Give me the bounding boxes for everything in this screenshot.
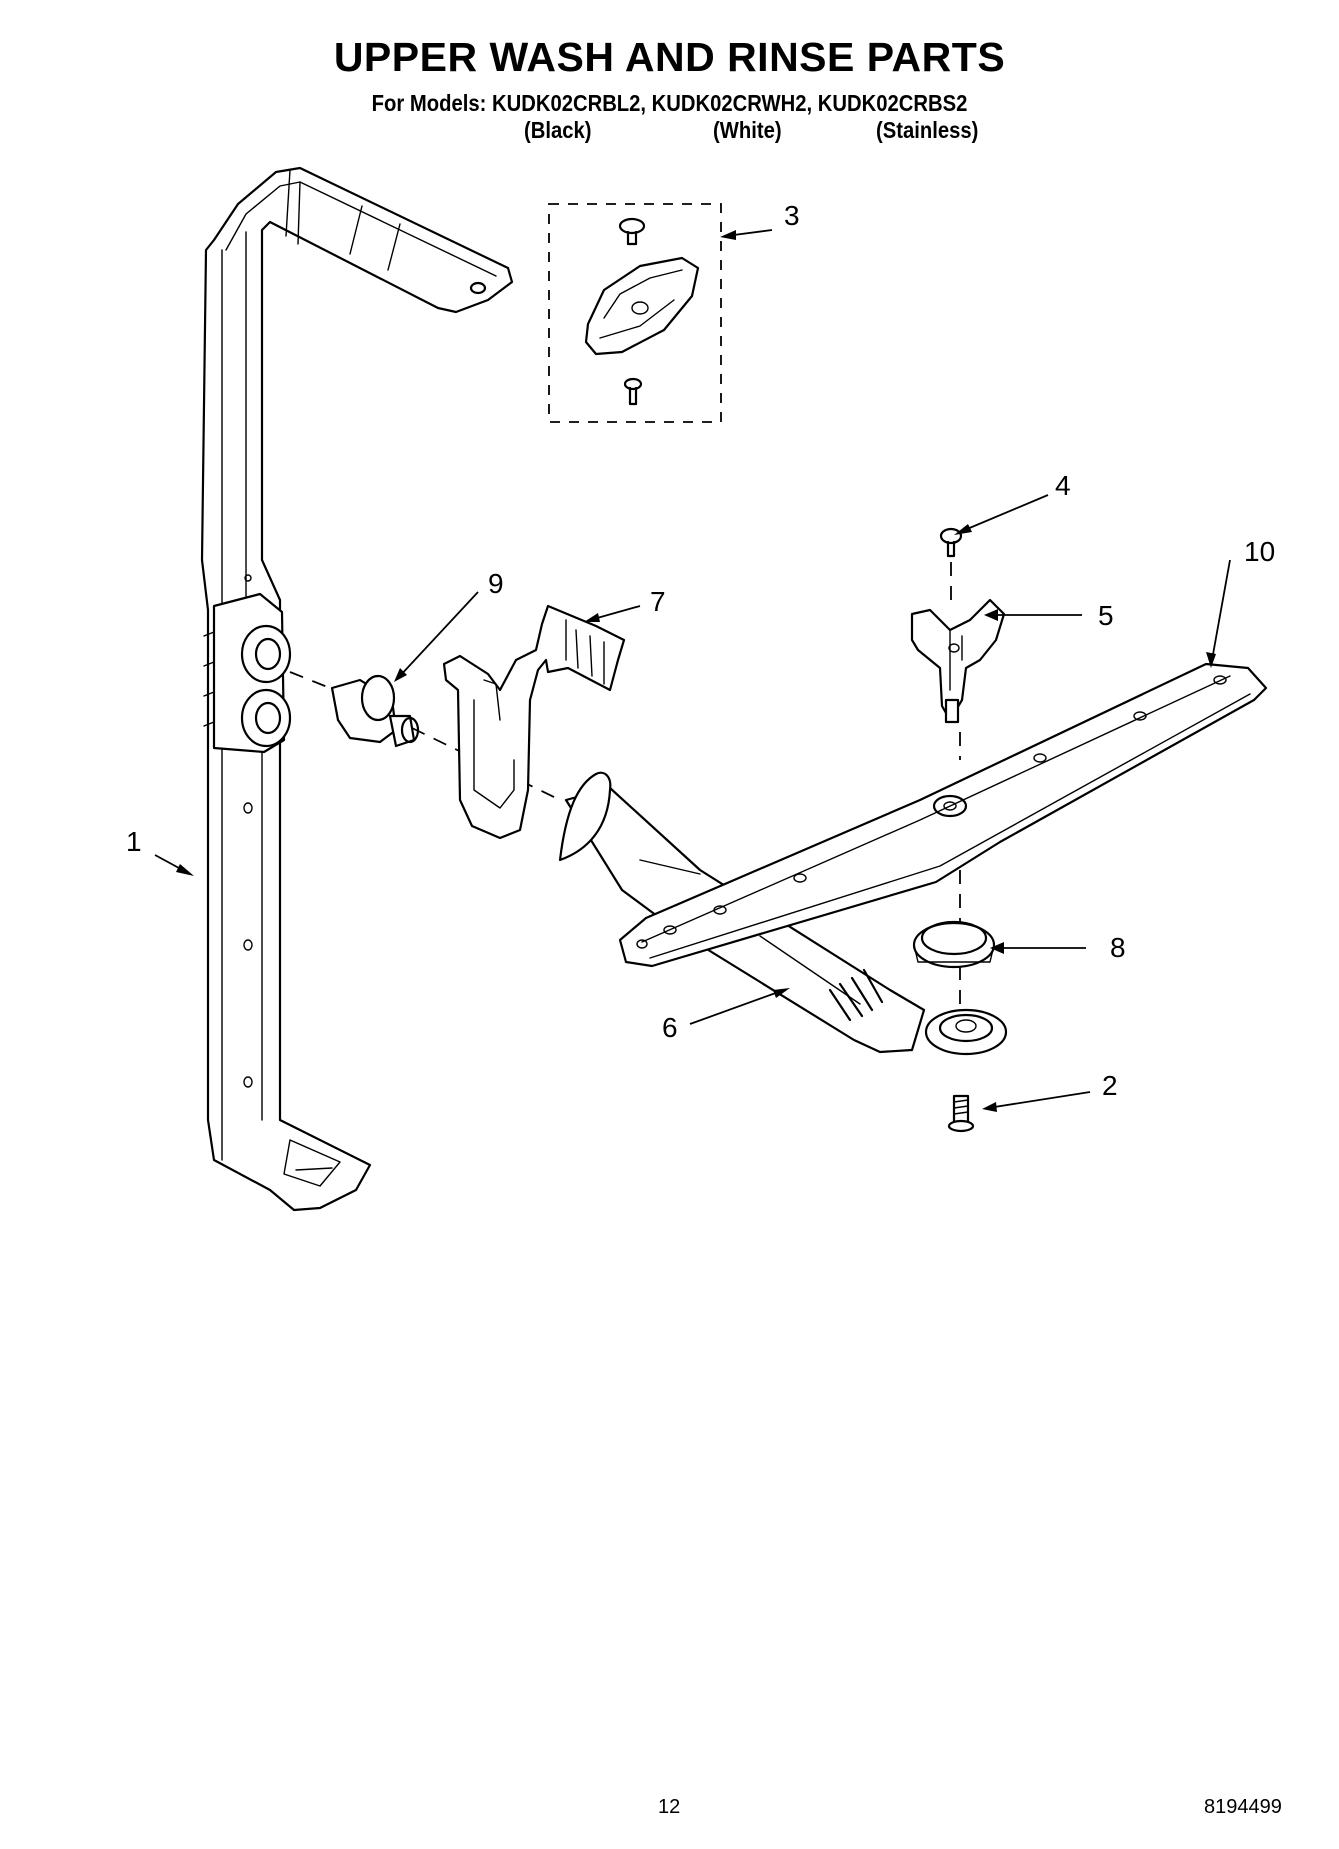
callout-4: 4 — [1055, 470, 1071, 501]
callout-6: 6 — [662, 1012, 678, 1043]
part-2-screw — [924, 1008, 1008, 1133]
part-5-hub — [910, 598, 1006, 724]
callout-5: 5 — [1098, 600, 1114, 631]
part-8-bearing-ring — [912, 920, 996, 969]
page-number: 12 — [658, 1796, 681, 1818]
variant-black: (Black) — [524, 117, 592, 143]
variant-stainless: (Stainless) — [876, 117, 979, 143]
part-1-conduit — [200, 166, 514, 1212]
leader-arrows — [154, 229, 1231, 1112]
callout-2: 2 — [1102, 1070, 1118, 1101]
part-9-fitting — [330, 674, 420, 748]
callout-10: 10 — [1244, 536, 1276, 567]
part-4-screw — [939, 527, 963, 558]
callout-1: 1 — [126, 826, 142, 857]
models-line: For Models: KUDK02CRBL2, KUDK02CRWH2, KU… — [371, 90, 968, 116]
callout-3: 3 — [784, 200, 800, 231]
callout-7: 7 — [650, 586, 666, 617]
part-3-retainer-kit — [548, 203, 722, 423]
callout-9: 9 — [488, 568, 504, 599]
document-number: 8194499 — [1204, 1796, 1282, 1818]
part-10-spray-arm — [618, 662, 1268, 968]
part-7-bracket — [442, 604, 626, 840]
callout-8: 8 — [1110, 932, 1126, 963]
page-title: UPPER WASH AND RINSE PARTS — [333, 34, 1006, 80]
variant-white: (White) — [713, 117, 782, 143]
